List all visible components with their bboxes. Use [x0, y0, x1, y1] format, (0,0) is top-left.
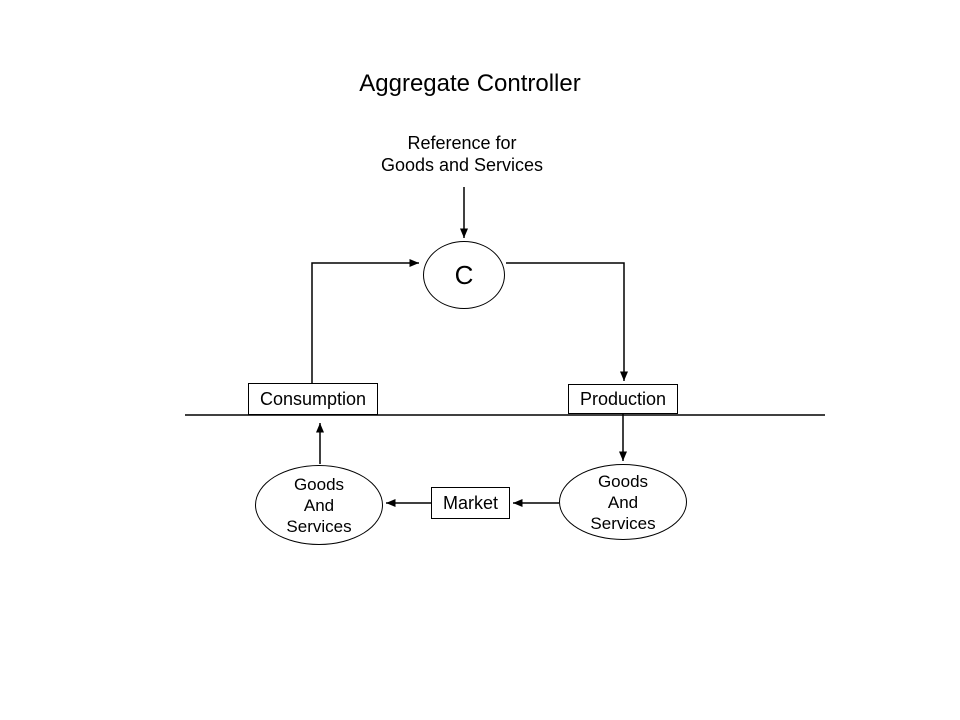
goods-services-right-label: Goods And Services	[590, 471, 656, 533]
goods-services-ellipse-left: Goods And Services	[255, 465, 383, 545]
controller-node: C	[423, 241, 505, 309]
controller-symbol: C	[454, 259, 474, 290]
reference-label: Reference for Goods and Services	[380, 133, 544, 175]
consumption-box: Consumption	[248, 383, 378, 415]
market-label: Market	[442, 492, 498, 513]
production-box: Production	[568, 384, 678, 414]
goods-services-left-label: Goods And Services	[286, 474, 352, 536]
market-box: Market	[431, 487, 510, 519]
controller-to-production-connector	[506, 262, 628, 381]
consumption-label: Consumption	[259, 388, 367, 409]
goods-services-ellipse-right: Goods And Services	[559, 464, 687, 540]
diagram-title: Aggregate Controller	[359, 70, 581, 97]
production-label: Production	[579, 388, 667, 409]
consumption-to-controller-connector	[311, 259, 419, 383]
